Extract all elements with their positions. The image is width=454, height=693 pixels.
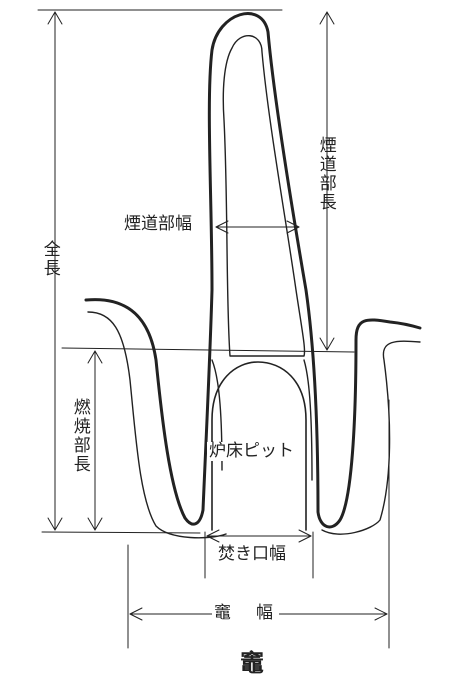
firing-mouth-arrow-right xyxy=(298,529,312,543)
diagram-caption: 竈 xyxy=(240,648,264,677)
firing-mouth-arrow-left xyxy=(206,529,220,543)
hearth-pit-label: 炉床ピット xyxy=(207,441,296,461)
kiln-width-arrow-right xyxy=(374,607,388,621)
kiln-width-arrow-left xyxy=(129,607,143,621)
flue-width-label: 煙道部幅 xyxy=(122,214,194,234)
kiln-inner-outline xyxy=(87,35,421,539)
combustion-length-label: 燃焼部長 xyxy=(69,398,90,474)
kiln-width-label: 竈 幅 xyxy=(212,603,279,623)
flue-width-arrow-left xyxy=(215,220,229,234)
ground-line xyxy=(41,531,201,534)
total-length-arrow-top xyxy=(47,11,63,25)
flue-width-arrow-right xyxy=(286,220,300,234)
total-length-arrow-bottom xyxy=(47,517,63,531)
firing-mouth-width-label: 焚き口幅 xyxy=(216,544,288,564)
combustion-length-arrow-bottom xyxy=(87,517,103,531)
total-length-label: 全長 xyxy=(39,240,60,278)
flue-length-label: 煙道部長 xyxy=(315,136,336,212)
kiln-outer-outline xyxy=(84,12,422,529)
flue-length-arrow-bottom xyxy=(319,337,335,351)
combustion-length-arrow-top xyxy=(87,350,103,364)
firebox-top-line xyxy=(61,347,355,353)
hearth-pit-arch xyxy=(211,361,307,531)
flue-length-arrow-top xyxy=(319,11,335,25)
